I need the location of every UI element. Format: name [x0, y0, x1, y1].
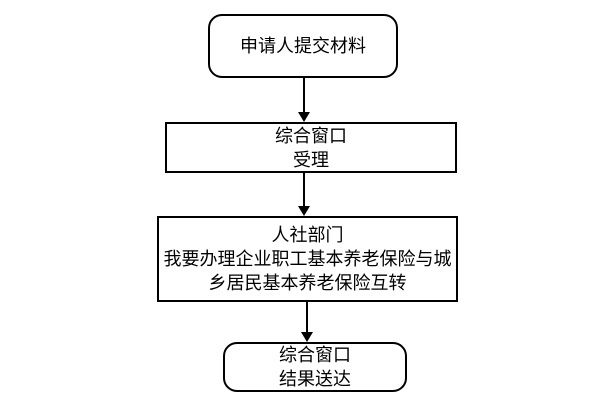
- node-label: 我要办理企业职工基本养老保险与城: [163, 249, 452, 269]
- node-applicant-submit: 申请人提交材料: [208, 14, 398, 78]
- node-window-accept: 综合窗口 受理: [165, 122, 457, 173]
- node-window-result: 综合窗口 结果送达: [223, 342, 407, 392]
- arrow-down-1: [298, 78, 310, 122]
- node-label: 人社部门: [271, 225, 344, 245]
- node-label: 结果送达: [279, 369, 351, 389]
- arrowhead-icon: [298, 112, 310, 122]
- arrowhead-icon: [298, 206, 310, 216]
- arrow-shaft: [306, 302, 308, 333]
- node-label: 受理: [293, 149, 329, 170]
- arrow-shaft: [303, 173, 305, 207]
- node-label: 综合窗口: [279, 345, 351, 365]
- arrowhead-icon: [301, 332, 313, 342]
- arrow-shaft: [303, 78, 305, 113]
- arrow-down-2: [298, 173, 310, 216]
- arrow-down-3: [301, 302, 313, 342]
- node-label: 乡居民基本养老保险互转: [208, 273, 407, 293]
- node-hr-department: 人社部门 我要办理企业职工基本养老保险与城 乡居民基本养老保险互转: [157, 216, 458, 302]
- node-label: 申请人提交材料: [240, 36, 366, 56]
- node-label: 综合窗口: [275, 125, 347, 146]
